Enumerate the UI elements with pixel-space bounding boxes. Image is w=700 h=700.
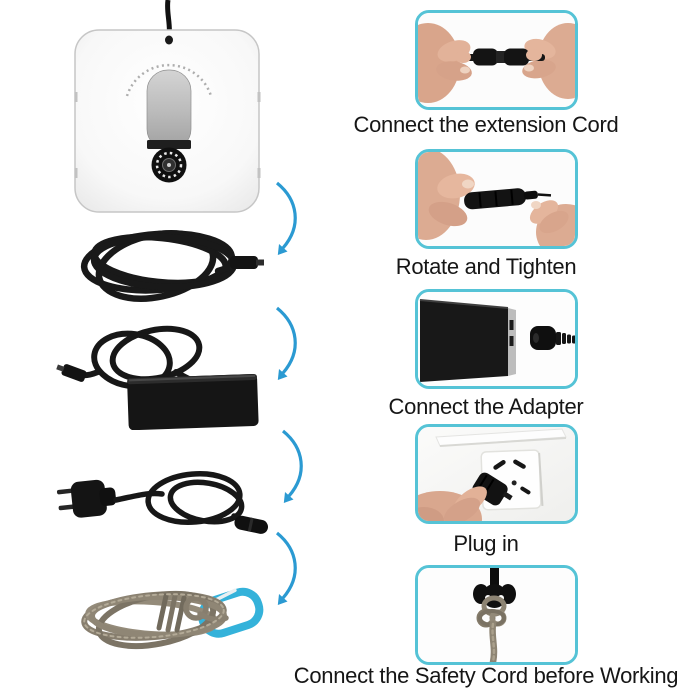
step4-caption: Plug in xyxy=(453,531,519,556)
robot-dial xyxy=(151,147,187,183)
figure8-connector xyxy=(234,515,269,534)
right-hand xyxy=(529,200,575,246)
joined-connector xyxy=(464,188,552,210)
window-cleaning-robot xyxy=(70,0,266,216)
safety-rope-with-carabiner xyxy=(68,578,276,662)
step5-photo-safety-cord xyxy=(415,565,578,665)
flow-arrow-4 xyxy=(270,530,304,616)
step5-caption: Connect the Safety Cord before Working xyxy=(293,663,679,688)
figure8-plug xyxy=(530,326,575,350)
step4-photo-plug-in xyxy=(415,424,578,524)
hand xyxy=(418,486,487,521)
coiled-extension-cord xyxy=(70,216,266,312)
cord-hole xyxy=(165,35,173,45)
eu-plug xyxy=(56,479,117,518)
flow-arrow-3 xyxy=(276,428,310,514)
left-hand xyxy=(418,152,475,240)
adapter-brick xyxy=(127,373,259,430)
cord-connector xyxy=(230,256,258,269)
step2-caption: Rotate and Tighten xyxy=(395,254,577,279)
adapter-brick xyxy=(419,299,516,382)
power-adapter xyxy=(56,318,266,430)
step2-photo-rotate-and-tighten xyxy=(415,149,578,249)
rope-knot xyxy=(476,595,507,662)
step1-photo-connect-extension-cord xyxy=(415,10,578,110)
speaker-dot-arc xyxy=(125,63,213,97)
step1-caption: Connect the extension Cord xyxy=(353,112,619,137)
left-hand xyxy=(418,23,472,103)
robot-handle xyxy=(146,69,192,151)
right-hand xyxy=(522,23,575,99)
step3-photo-connect-adapter xyxy=(415,289,578,389)
flow-arrow-2 xyxy=(270,305,304,391)
step3-caption: Connect the Adapter xyxy=(388,394,584,419)
flow-arrow-1 xyxy=(270,180,304,266)
wall-ledge xyxy=(435,428,567,447)
anchor-bar xyxy=(490,568,499,588)
power-cord-with-eu-plug xyxy=(56,458,274,550)
barrel-plug xyxy=(56,364,87,382)
